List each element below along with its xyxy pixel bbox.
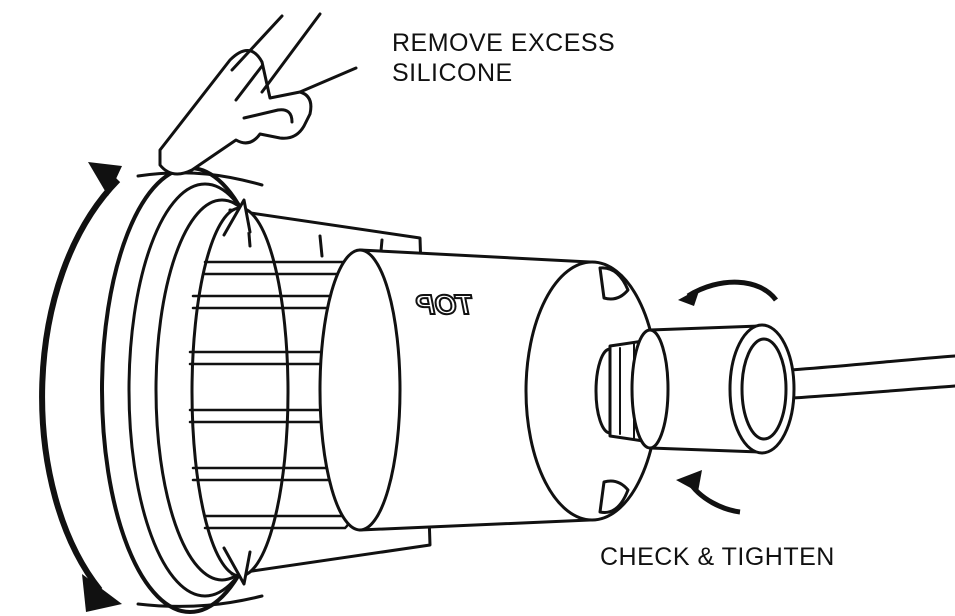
transducer-body <box>318 248 660 532</box>
svg-text:TOP: TOP <box>416 289 473 320</box>
top-marking: TOP <box>415 288 474 321</box>
check-tighten-label: CHECK & TIGHTEN <box>600 543 835 571</box>
remove-excess-silicone-label: REMOVE EXCESS SILICONE <box>392 28 615 88</box>
remove-label-line1: REMOVE EXCESS <box>392 29 616 57</box>
remove-label-line2: SILICONE <box>392 59 513 87</box>
cable-gland <box>594 323 796 455</box>
tighten-arrow-icon <box>676 279 779 515</box>
hand-pointing-icon <box>158 12 358 176</box>
mounting-tab <box>598 266 630 515</box>
rotate-arrow-icon <box>39 162 122 612</box>
